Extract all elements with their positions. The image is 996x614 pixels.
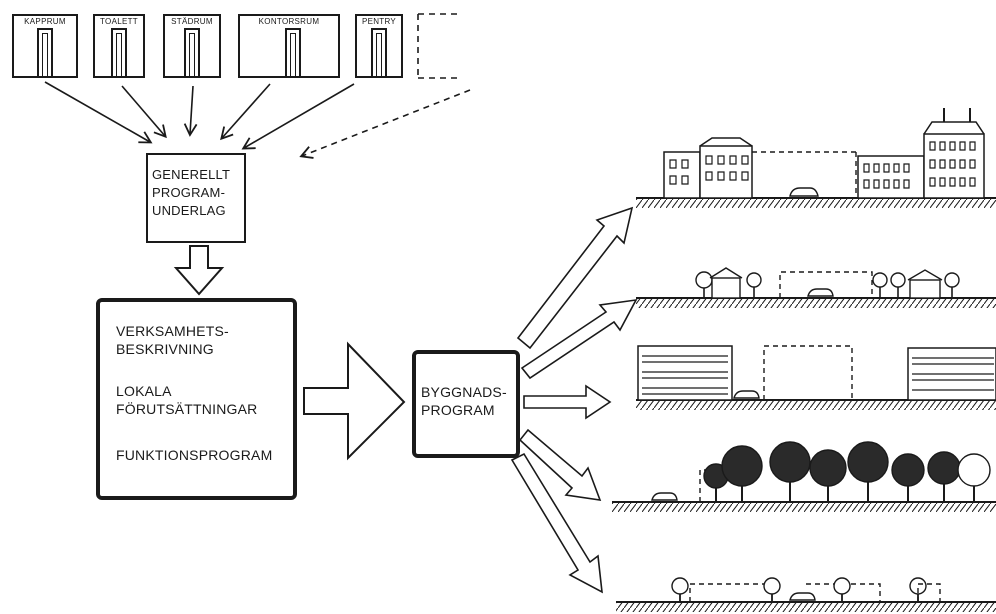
building-program-line2: PROGRAM bbox=[421, 402, 495, 418]
building-icon bbox=[923, 133, 985, 199]
building-program-line1: BYGGNADS- bbox=[421, 384, 507, 400]
lokala-line2: FÖRUTSÄTTNINGAR bbox=[116, 401, 258, 417]
tree-icon bbox=[671, 577, 689, 595]
door-icon bbox=[111, 28, 127, 78]
office-building-icon bbox=[637, 345, 733, 401]
building-icon bbox=[663, 151, 701, 199]
tree-icon bbox=[890, 272, 906, 288]
tree-icon bbox=[944, 272, 960, 288]
tree-icon bbox=[927, 451, 961, 485]
tree-scene bbox=[612, 441, 996, 512]
lokala-line1: LOKALA bbox=[116, 383, 172, 399]
verksamhet-line2: BESKRIVNING bbox=[116, 341, 214, 357]
tree-icon bbox=[957, 453, 991, 487]
tree-icon bbox=[695, 271, 713, 289]
room-pentry: PENTRY bbox=[355, 14, 403, 78]
tree-icon bbox=[746, 272, 762, 288]
down-arrow bbox=[173, 245, 225, 296]
funktionsprogram-label: FUNKTIONSPROGRAM bbox=[116, 447, 273, 463]
house-icon bbox=[909, 279, 941, 299]
verksamhet-line1: VERKSAMHETS- bbox=[116, 323, 229, 339]
room-kontorsrum: KONTORSRUM bbox=[238, 14, 340, 78]
room-label: PENTRY bbox=[361, 17, 397, 26]
urban-block-scene bbox=[636, 108, 996, 208]
building-icon bbox=[857, 155, 925, 199]
general-program-line1: GENERELLT bbox=[152, 167, 231, 182]
right-arrow bbox=[303, 341, 406, 461]
room-kapprum: KAPPRUM bbox=[12, 14, 78, 78]
general-program-box bbox=[146, 153, 246, 243]
office-slab-scene bbox=[636, 345, 996, 410]
car-icon bbox=[807, 288, 834, 297]
room-label: STÄDRUM bbox=[171, 17, 213, 26]
tree-icon bbox=[769, 441, 811, 483]
program-basis-box bbox=[96, 298, 297, 500]
room-label: KONTORSRUM bbox=[258, 17, 320, 26]
room-arrows bbox=[44, 81, 471, 159]
park-scene bbox=[616, 577, 996, 612]
tree-icon bbox=[809, 449, 847, 487]
tree-icon bbox=[833, 577, 851, 595]
tree-icon bbox=[891, 453, 925, 487]
car-icon bbox=[789, 592, 816, 601]
room-toalett: TOALETT bbox=[93, 14, 145, 78]
car-icon bbox=[789, 187, 819, 197]
empty-room-outline bbox=[417, 13, 462, 79]
door-icon bbox=[371, 28, 387, 78]
room-stadrum: STÄDRUM bbox=[163, 14, 221, 78]
tree-icon bbox=[721, 445, 763, 487]
tree-icon bbox=[763, 577, 781, 595]
building-program-box bbox=[412, 350, 520, 458]
car-icon bbox=[651, 492, 678, 501]
villa-scene bbox=[636, 267, 996, 308]
car-icon bbox=[733, 390, 760, 399]
fan-arrows bbox=[510, 206, 638, 594]
tree-icon bbox=[847, 441, 889, 483]
door-icon bbox=[37, 28, 53, 78]
room-label: TOALETT bbox=[100, 17, 138, 26]
room-label: KAPPRUM bbox=[24, 17, 66, 26]
general-program-line3: UNDERLAG bbox=[152, 203, 226, 218]
tree-icon bbox=[872, 272, 888, 288]
general-program-line2: PROGRAM- bbox=[152, 185, 226, 200]
door-icon bbox=[285, 28, 301, 78]
door-icon bbox=[184, 28, 200, 78]
house-icon bbox=[711, 277, 741, 299]
